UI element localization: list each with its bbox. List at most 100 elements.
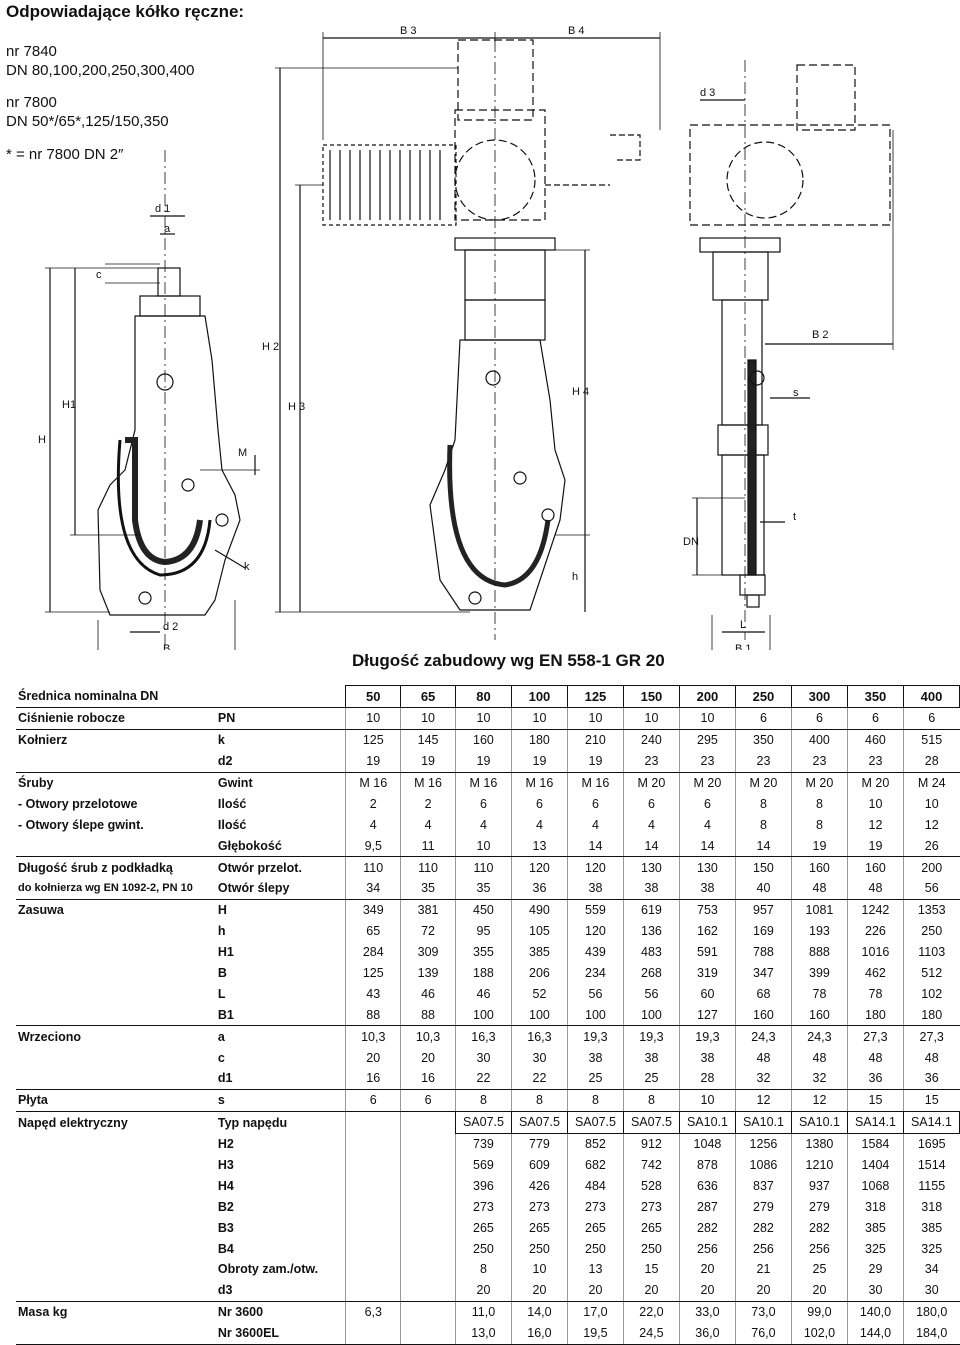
dn-header-cell: 150 — [622, 685, 680, 708]
value-cell: 250 — [510, 1238, 568, 1260]
value-cell: 30 — [846, 1279, 904, 1302]
value-cell: 742 — [622, 1154, 680, 1176]
value-cell: 19 — [846, 835, 904, 858]
value-cell — [345, 1175, 401, 1197]
value-cell: 19,3 — [678, 1025, 736, 1048]
value-cell: 250 — [566, 1238, 624, 1260]
value-cell: 6,3 — [345, 1301, 401, 1323]
value-cell: SA07.5 — [566, 1110, 624, 1134]
value-cell: 120 — [566, 856, 624, 879]
row-group-label — [16, 1238, 216, 1259]
row-group-label: Płyta — [16, 1089, 216, 1112]
label-c: c — [96, 269, 102, 281]
value-cell: 100 — [510, 1004, 568, 1027]
value-cell: 319 — [678, 962, 736, 984]
value-cell: 1155 — [902, 1175, 960, 1197]
value-cell: 48 — [790, 1047, 848, 1069]
value-cell: 1048 — [678, 1133, 736, 1155]
row-parameter-label: B — [217, 966, 227, 981]
value-cell: 46 — [400, 983, 456, 1005]
value-cell: 100 — [566, 1004, 624, 1027]
value-cell: 273 — [454, 1196, 512, 1218]
value-cell: 21 — [734, 1259, 792, 1280]
value-cell: 6 — [678, 793, 736, 815]
value-cell: 35 — [400, 878, 456, 900]
value-cell: 26 — [902, 835, 960, 858]
value-cell: 20 — [566, 1279, 624, 1302]
value-cell: SA10.1 — [790, 1110, 848, 1134]
label-a: a — [164, 223, 171, 235]
value-cell: 318 — [902, 1196, 960, 1218]
value-cell: 240 — [622, 729, 680, 751]
gate-valve-front-view — [45, 150, 260, 650]
row-group-label — [16, 1047, 216, 1068]
value-cell: 14 — [678, 835, 736, 858]
value-cell: SA07.5 — [454, 1110, 512, 1134]
value-cell: 287 — [678, 1196, 736, 1218]
row-group-label — [16, 1259, 216, 1280]
row-group-label: do kołnierza wg EN 1092-2, PN 10 — [16, 878, 216, 900]
value-cell: 10,3 — [400, 1025, 456, 1048]
value-cell: 10 — [678, 1089, 736, 1112]
value-cell: 739 — [454, 1133, 512, 1155]
value-cell: 912 — [622, 1133, 680, 1155]
row-parameter-label: Głębokość — [215, 835, 346, 858]
value-cell — [400, 1217, 456, 1239]
value-cell: 78 — [790, 983, 848, 1005]
value-cell: 250 — [902, 920, 960, 942]
value-cell: 2 — [345, 793, 401, 815]
value-cell: 265 — [510, 1217, 568, 1239]
row-group-label — [16, 1175, 216, 1196]
value-cell: 1695 — [902, 1133, 960, 1155]
value-cell: 268 — [622, 962, 680, 984]
row-parameter-label: Ilość — [217, 817, 247, 832]
value-cell: 130 — [622, 856, 680, 879]
value-cell: 145 — [400, 729, 456, 751]
dn-header-cell: 300 — [790, 685, 848, 708]
value-cell: 4 — [510, 814, 568, 836]
dn-header-cell: 100 — [510, 685, 568, 708]
value-cell: 34 — [345, 878, 401, 900]
value-cell: 139 — [400, 962, 456, 984]
value-cell: 20 — [734, 1279, 792, 1302]
value-cell: 10,3 — [345, 1025, 401, 1048]
label-H: H — [38, 434, 46, 446]
dn-header-cell: 350 — [846, 685, 904, 708]
label-H1: H1 — [62, 399, 76, 411]
dn-header-cell: 200 — [678, 685, 736, 708]
value-cell: 528 — [622, 1175, 680, 1197]
value-cell: 1016 — [846, 941, 904, 963]
row-group-label: Napęd elektryczny — [18, 1115, 128, 1130]
value-cell: 52 — [510, 983, 568, 1005]
note-7840-dn: DN 80,100,200,250,300,400 — [6, 62, 195, 79]
value-cell: M 16 — [454, 772, 512, 794]
value-cell: 484 — [566, 1175, 624, 1197]
row-parameter-label: B4 — [217, 1241, 234, 1256]
value-cell: 852 — [566, 1133, 624, 1155]
value-cell: 16 — [345, 1068, 401, 1090]
value-cell — [400, 1154, 456, 1176]
value-cell: 144,0 — [846, 1322, 904, 1345]
value-cell: 20 — [790, 1279, 848, 1302]
value-cell: 160 — [846, 856, 904, 879]
value-cell: 20 — [454, 1279, 512, 1302]
value-cell — [400, 1238, 456, 1260]
value-cell: 27,3 — [902, 1025, 960, 1048]
value-cell: 127 — [678, 1004, 736, 1027]
value-cell: 110 — [454, 856, 512, 879]
value-cell: 20 — [678, 1259, 736, 1280]
value-cell: 19 — [345, 750, 401, 773]
value-cell: 25 — [566, 1068, 624, 1090]
value-cell: 24,3 — [734, 1025, 792, 1048]
value-cell: 10 — [510, 1259, 568, 1280]
note-7800-dn: DN 50*/65*,125/150,350 — [6, 113, 169, 130]
value-cell: 12 — [790, 1089, 848, 1112]
value-cell: 38 — [678, 878, 736, 900]
value-cell: 483 — [622, 941, 680, 963]
row-group-label: Kołnierz — [18, 733, 68, 748]
label-B3: B 3 — [400, 25, 417, 37]
row-group-label — [16, 1068, 216, 1090]
